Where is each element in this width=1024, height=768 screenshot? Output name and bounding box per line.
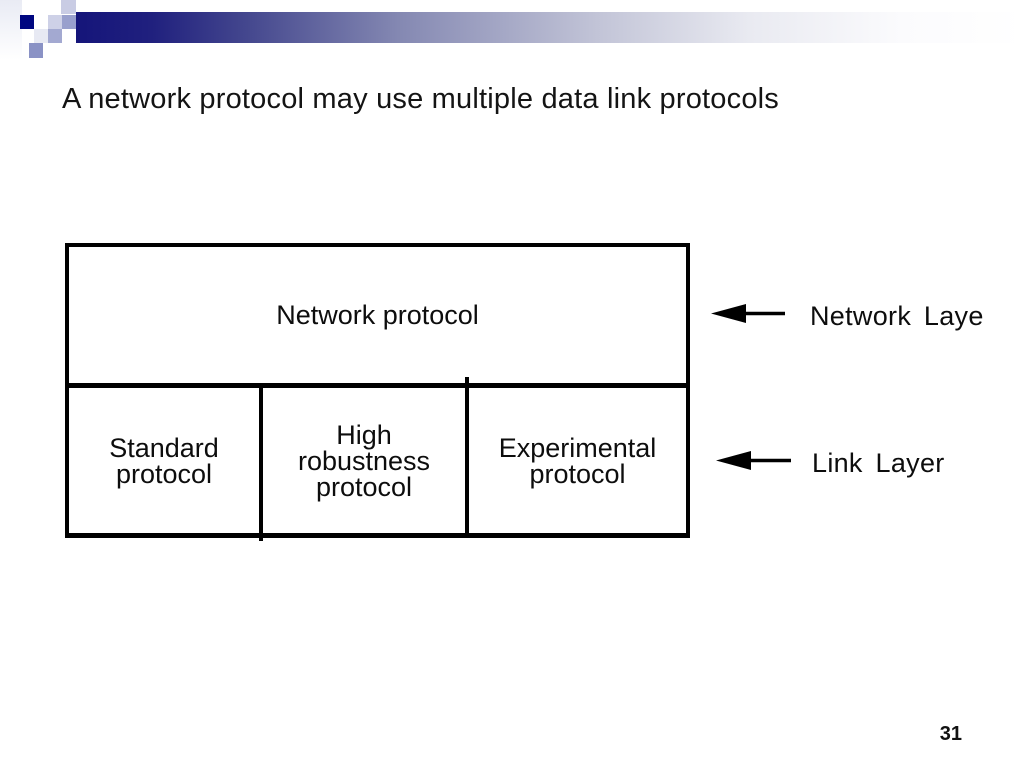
experimental-protocol-box: Experimental protocol xyxy=(498,432,657,489)
diagram-outer-box xyxy=(65,243,690,538)
standard-protocol-box: Standard protocol xyxy=(109,432,219,489)
cell-divider-line xyxy=(465,377,469,533)
decor-square xyxy=(20,15,34,29)
decor-square xyxy=(34,29,48,43)
cell-divider-line xyxy=(259,388,263,541)
slide-title: A network protocol may use multiple data… xyxy=(62,83,780,115)
decor-square xyxy=(48,29,62,43)
network-protocol-box: Network protocol xyxy=(276,300,479,330)
link-layer-label: Link Layer xyxy=(812,448,945,478)
network-layer-label: Network Laye xyxy=(810,301,984,331)
header-gradient-bar xyxy=(76,12,1024,43)
left-arrow-icon xyxy=(711,304,785,323)
page-number: 31 xyxy=(939,723,962,745)
layer-divider-line xyxy=(65,383,690,388)
decor-square xyxy=(61,0,76,14)
corner-fade-decoration xyxy=(0,0,22,60)
left-arrow-icon xyxy=(716,451,791,470)
decor-square xyxy=(48,15,62,29)
high-robustness-protocol-box: High robustness protocol xyxy=(297,419,431,502)
decor-square xyxy=(62,15,76,29)
decor-square xyxy=(29,43,43,58)
